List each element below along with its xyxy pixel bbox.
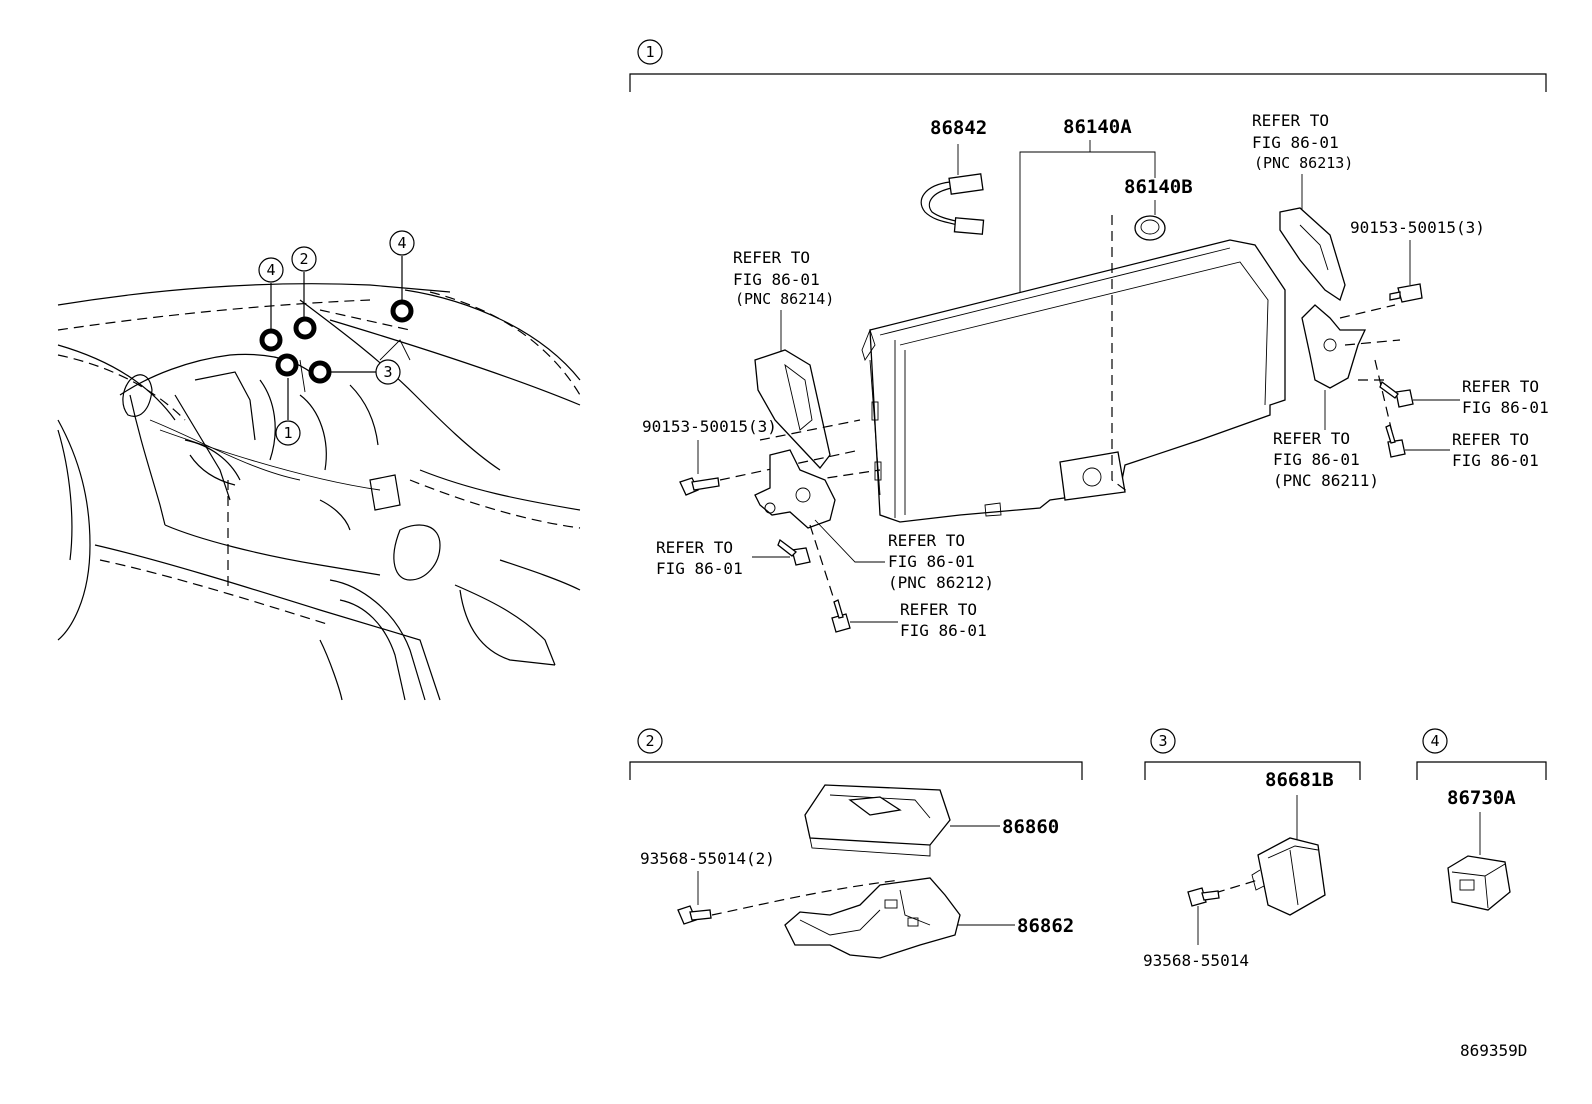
section-1: 1 86842 86140A 86140B: [629, 39, 1549, 640]
module-86860: [804, 784, 951, 857]
screw-93568-3: [1187, 887, 1220, 907]
ref-left-bracket-line3: (PNC 86214): [735, 290, 834, 308]
location-marker: [390, 299, 414, 323]
ref-right-hinge-line2: FIG 86-01: [1273, 450, 1360, 469]
section-3: 3 86681B 93568-55014: [1143, 728, 1361, 970]
svg-text:4: 4: [266, 261, 275, 279]
left-bracket: [754, 349, 831, 470]
bracket-86862: [784, 877, 961, 959]
section-4-bracket: [1416, 761, 1547, 780]
clip-86140B: [1134, 215, 1166, 241]
overview-callout-2: 2: [291, 246, 317, 272]
section-2-bracket: [629, 761, 1083, 780]
svg-text:3: 3: [383, 363, 392, 381]
svg-text:3: 3: [1158, 732, 1167, 750]
part-number-bolt-left: 90153-50015(3): [642, 417, 777, 436]
screw-right-upper: [1379, 380, 1414, 408]
section-1-bracket: [629, 73, 1547, 92]
part-number-86730A: 86730A: [1447, 787, 1516, 809]
svg-text:4: 4: [397, 234, 406, 252]
svg-text:1: 1: [645, 43, 654, 61]
ref-right-bracket-line2: FIG 86-01: [1252, 133, 1339, 152]
ref-right-screw2-line1: REFER TO: [1452, 430, 1529, 449]
module-86730A: [1447, 855, 1511, 911]
section-4-marker: 4: [1422, 728, 1448, 754]
ref-left-hinge-line3: (PNC 86212): [888, 573, 994, 592]
svg-text:1: 1: [283, 424, 292, 442]
screw-93568-2: [677, 905, 712, 925]
svg-text:2: 2: [299, 250, 308, 268]
bolt-left: [679, 477, 720, 496]
ref-right-screw1-line2: FIG 86-01: [1462, 398, 1549, 417]
section-1-marker: 1: [637, 39, 663, 65]
ref-right-bracket-line1: REFER TO: [1252, 111, 1329, 130]
overview-callouts: 4 2 4 3 1: [258, 230, 415, 446]
part-number-86140B: 86140B: [1124, 176, 1193, 198]
ref-left-bracket-line2: FIG 86-01: [733, 270, 820, 289]
ref-left-hinge-line1: REFER TO: [888, 531, 965, 550]
ref-left-bottom-screw-line1: REFER TO: [900, 600, 977, 619]
bolt-right: [1389, 283, 1423, 303]
part-number-screw-3: 93568-55014: [1143, 951, 1249, 970]
svg-text:2: 2: [645, 732, 654, 750]
location-marker: [275, 353, 299, 377]
overview-callout-4b: 4: [389, 230, 415, 256]
right-hinge-bracket: [1301, 304, 1367, 389]
screw-right-lower: [1385, 424, 1406, 458]
ref-left-hinge-line2: FIG 86-01: [888, 552, 975, 571]
svg-text:4: 4: [1430, 732, 1439, 750]
diagram-id: 869359D: [1460, 1041, 1527, 1060]
part-number-86860: 86860: [1002, 816, 1059, 838]
wire-harness-86842: [920, 173, 985, 235]
module-86681B: [1251, 837, 1326, 916]
ref-right-hinge-line1: REFER TO: [1273, 429, 1350, 448]
section-2: 2 86860 86862 93568-55014(2): [629, 728, 1083, 959]
vehicle-overview-illustration: [57, 283, 581, 701]
section-3-marker: 3: [1150, 728, 1176, 754]
location-marker: [259, 328, 283, 352]
section-3-bracket: [1144, 761, 1361, 780]
display-unit-86140A: [861, 239, 1286, 523]
part-number-86681B: 86681B: [1265, 769, 1334, 791]
ref-right-hinge-line3: (PNC 86211): [1273, 471, 1379, 490]
screw-left-bottom: [831, 599, 851, 633]
ref-left-bracket-line1: REFER TO: [733, 248, 810, 267]
right-bracket: [1279, 207, 1346, 302]
part-number-86140A: 86140A: [1063, 116, 1132, 138]
ref-right-screw2-line2: FIG 86-01: [1452, 451, 1539, 470]
part-number-86862: 86862: [1017, 915, 1074, 937]
section-2-marker: 2: [637, 728, 663, 754]
ref-left-bottom-screw-line2: FIG 86-01: [900, 621, 987, 640]
part-number-86842: 86842: [930, 117, 987, 139]
ref-right-screw1-line1: REFER TO: [1462, 377, 1539, 396]
part-number-screw-2: 93568-55014(2): [640, 849, 775, 868]
location-marker: [293, 316, 317, 340]
ref-right-bracket-line3: (PNC 86213): [1254, 154, 1353, 172]
left-hinge-bracket: [754, 449, 836, 529]
overview-callout-3: 3: [375, 359, 401, 385]
ref-left-screw-line1: REFER TO: [656, 538, 733, 557]
ref-left-screw-line2: FIG 86-01: [656, 559, 743, 578]
screw-left-mid: [777, 538, 811, 566]
overview-callout-1: 1: [275, 420, 301, 446]
part-number-bolt-right: 90153-50015(3): [1350, 218, 1485, 237]
overview-callout-4a: 4: [258, 257, 284, 283]
section-4: 4 86730A: [1416, 728, 1547, 911]
location-marker: [308, 360, 332, 384]
